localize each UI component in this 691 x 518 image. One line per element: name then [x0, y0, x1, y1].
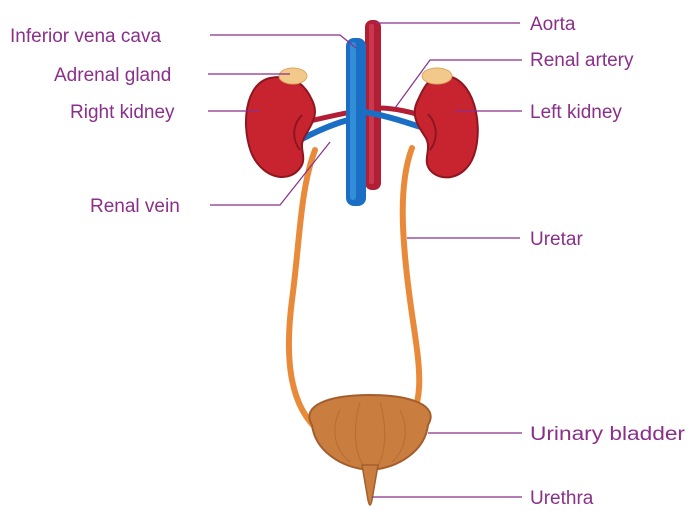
label-urethra: Urethra	[530, 488, 594, 509]
label-inferior-vena-cava: Inferior vena cava	[10, 26, 161, 47]
label-renal-vein: Renal vein	[90, 196, 180, 217]
leader-renal-vein	[210, 141, 331, 206]
label-right-kidney: Right kidney	[70, 102, 175, 123]
right-kidney	[245, 76, 316, 178]
ureter-left	[397, 145, 423, 435]
ureter-right	[285, 147, 323, 435]
leader-inferior-vena-cava	[210, 34, 357, 49]
label-aorta: Aorta	[530, 14, 576, 35]
urethra	[361, 464, 379, 506]
left-adrenal-gland	[421, 67, 453, 85]
label-adrenal-gland: Adrenal gland	[54, 65, 171, 86]
left-kidney	[413, 74, 479, 179]
urinary-bladder	[308, 393, 432, 472]
label-left-kidney: Left kidney	[530, 102, 622, 123]
label-uretar: Uretar	[530, 229, 583, 250]
label-renal-artery: Renal artery	[530, 50, 634, 71]
aorta	[365, 20, 381, 190]
right-adrenal-gland	[278, 67, 308, 85]
label-urinary-bladder: Urinary bladder	[530, 424, 686, 445]
inferior-vena-cava	[346, 38, 366, 206]
leader-renal-artery	[394, 59, 522, 109]
